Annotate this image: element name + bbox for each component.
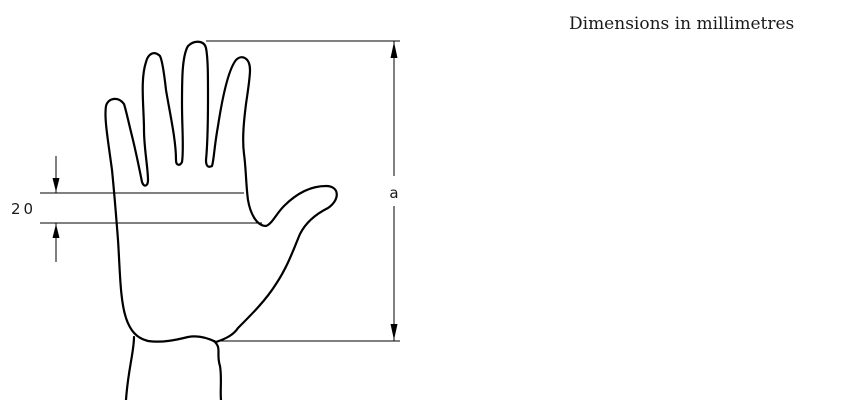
band-arrow-bottom <box>52 224 60 238</box>
cuff-left-line <box>124 335 136 402</box>
length-label: a <box>389 184 398 202</box>
cuff-right-line <box>212 339 223 402</box>
length-arrow-top <box>390 42 398 58</box>
band-measurement-label: 20 <box>11 200 36 218</box>
band-arrow-top <box>52 178 60 192</box>
hand-outline <box>104 40 338 344</box>
length-arrow-bottom <box>390 324 398 340</box>
units-caption: Dimensions in millimetres <box>569 14 795 34</box>
